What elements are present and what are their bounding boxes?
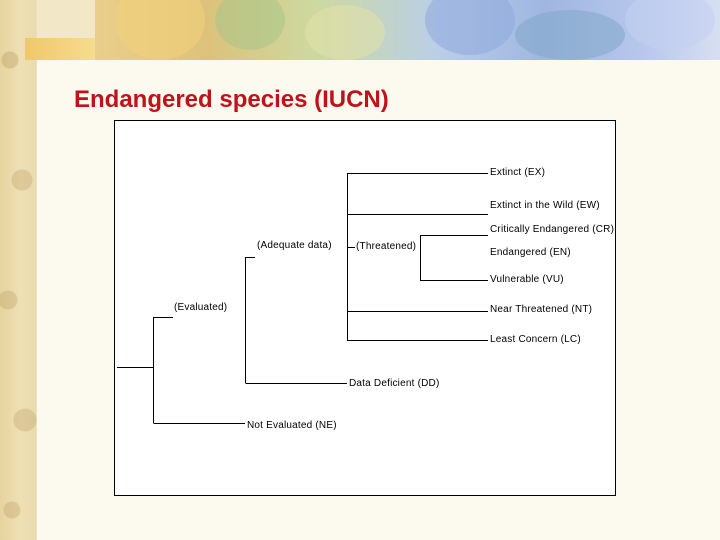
node-adequate-data: (Adequate data) [257,240,332,251]
leaf-least-concern: Least Concern (LC) [490,334,581,345]
leaf-extinct: Extinct (EX) [490,167,546,178]
leaf-extinct-in-wild: Extinct in the Wild (EW) [490,200,600,211]
node-evaluated: (Evaluated) [174,302,228,313]
decorative-banner [95,0,720,60]
slide-title: Endangered species (IUCN) [74,86,389,113]
leaf-near-threatened: Near Threatened (NT) [490,304,593,315]
leaf-not-evaluated: Not Evaluated (NE) [247,420,337,431]
classification-tree: Extinct (EX) Extinct in the Wild (EW) Cr… [114,120,616,496]
decorative-stripe [25,38,95,60]
tree-connectors [117,173,488,424]
node-threatened: (Threatened) [356,241,417,252]
leaf-critically-endangered: Critically Endangered (CR) [490,224,615,235]
leaf-data-deficient: Data Deficient (DD) [349,378,440,389]
leaf-endangered: Endangered (EN) [490,247,571,258]
leaf-vulnerable: Vulnerable (VU) [490,274,564,285]
